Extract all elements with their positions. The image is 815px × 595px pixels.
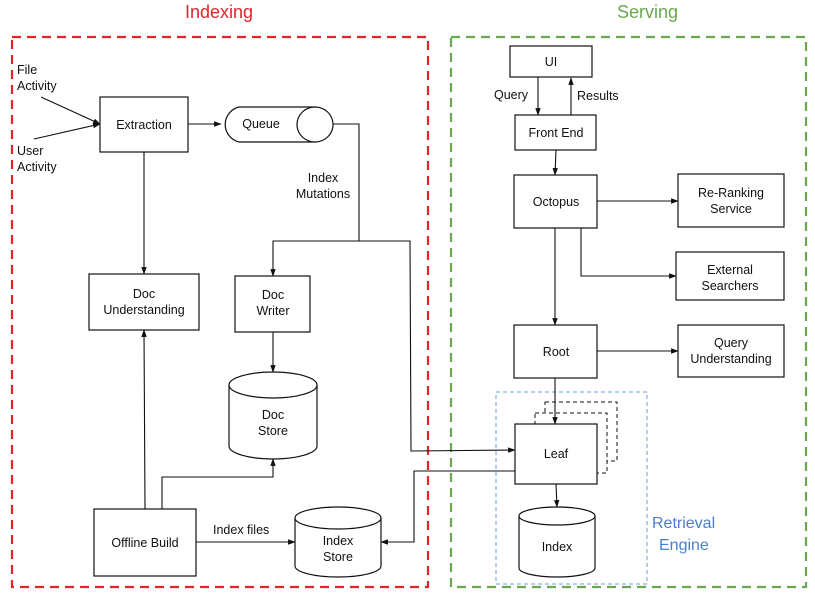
- index-mutations-label-line2: Mutations: [296, 187, 350, 201]
- node-doc-store[interactable]: Doc Store: [228, 371, 318, 460]
- edge-queue-index-mutations: [333, 123, 360, 241]
- results-edge-label: Results: [577, 89, 619, 103]
- front-end-label: Front End: [529, 126, 584, 140]
- node-index-store[interactable]: Index Store: [294, 506, 382, 578]
- node-doc-understanding[interactable]: Doc Understanding: [88, 273, 200, 331]
- edge-file-activity-to-extraction: [40, 96, 101, 125]
- node-octopus[interactable]: Octopus: [513, 174, 598, 229]
- query-understanding-label-line2: Understanding: [690, 352, 771, 366]
- ui-label: UI: [545, 55, 558, 69]
- file-activity-label-line1: File: [17, 63, 37, 77]
- edge-leaf-to-index: [554, 483, 560, 508]
- serving-group-title: Serving: [617, 2, 678, 22]
- node-re-ranking-service[interactable]: Re-Ranking Service: [677, 173, 785, 228]
- edge-user-activity-to-extraction: [33, 122, 101, 140]
- doc-writer-label-line1: Doc: [262, 288, 284, 302]
- user-activity-label-line1: User: [17, 144, 43, 158]
- doc-understanding-label-line1: Doc: [133, 287, 155, 301]
- external-searchers-label-line2: Searchers: [702, 279, 759, 293]
- index-store-label-line1: Index: [323, 534, 354, 548]
- node-external-searchers[interactable]: External Searchers: [675, 251, 785, 301]
- node-queue[interactable]: Queue: [224, 106, 334, 143]
- edge-mutations-to-leaf: [359, 240, 516, 453]
- index-store-label-line2: Store: [323, 550, 353, 564]
- leaf-label: Leaf: [544, 447, 569, 461]
- extraction-label: Extraction: [116, 118, 172, 132]
- doc-understanding-label-line2: Understanding: [103, 303, 184, 317]
- indexing-group-frame: [10, 35, 430, 589]
- doc-store-label-line1: Doc: [262, 408, 284, 422]
- re-ranking-label-line2: Service: [710, 202, 752, 216]
- node-leaf[interactable]: Leaf: [514, 423, 598, 485]
- edge-octopus-to-external-searchers: [580, 228, 677, 279]
- re-ranking-label-line1: Re-Ranking: [698, 186, 764, 200]
- retrieval-engine-frame: [495, 391, 648, 585]
- file-activity-label-line2: Activity: [17, 79, 57, 93]
- query-understanding-label-line1: Query: [714, 336, 749, 350]
- serving-group-frame: [449, 35, 808, 589]
- edge-offline-build-to-doc-understanding: [141, 329, 147, 510]
- user-activity-label-line2: Activity: [17, 160, 57, 174]
- edge-leaf-to-index-store: [380, 470, 515, 545]
- root-label: Root: [543, 345, 570, 359]
- edge-offline-build-to-doc-store: [161, 458, 276, 509]
- node-root[interactable]: Root: [513, 324, 598, 379]
- node-index[interactable]: Index: [518, 506, 596, 578]
- edge-mutations-to-doc-writer: [270, 240, 359, 277]
- node-ui[interactable]: UI: [509, 45, 593, 78]
- indexing-group-title: Indexing: [185, 2, 253, 22]
- query-edge-label: Query: [494, 88, 529, 102]
- octopus-label: Octopus: [533, 195, 580, 209]
- index-files-label: Index files: [213, 523, 269, 537]
- index-mutations-label-line1: Index: [308, 171, 339, 185]
- offline-build-label: Offline Build: [111, 536, 178, 550]
- node-doc-writer[interactable]: Doc Writer: [234, 275, 311, 333]
- external-searchers-label-line1: External: [707, 263, 753, 277]
- retrieval-engine-title-line1: Retrieval: [652, 515, 715, 532]
- queue-label: Queue: [242, 117, 280, 131]
- node-front-end[interactable]: Front End: [514, 114, 597, 151]
- edge-front-end-to-octopus: [552, 149, 558, 176]
- node-extraction[interactable]: Extraction: [99, 96, 189, 153]
- doc-writer-label-line2: Writer: [256, 304, 289, 318]
- node-offline-build[interactable]: Offline Build: [93, 508, 197, 577]
- index-label: Index: [542, 540, 573, 554]
- node-query-understanding[interactable]: Query Understanding: [677, 324, 785, 378]
- doc-store-label-line2: Store: [258, 424, 288, 438]
- retrieval-engine-title-line2: Engine: [659, 537, 709, 554]
